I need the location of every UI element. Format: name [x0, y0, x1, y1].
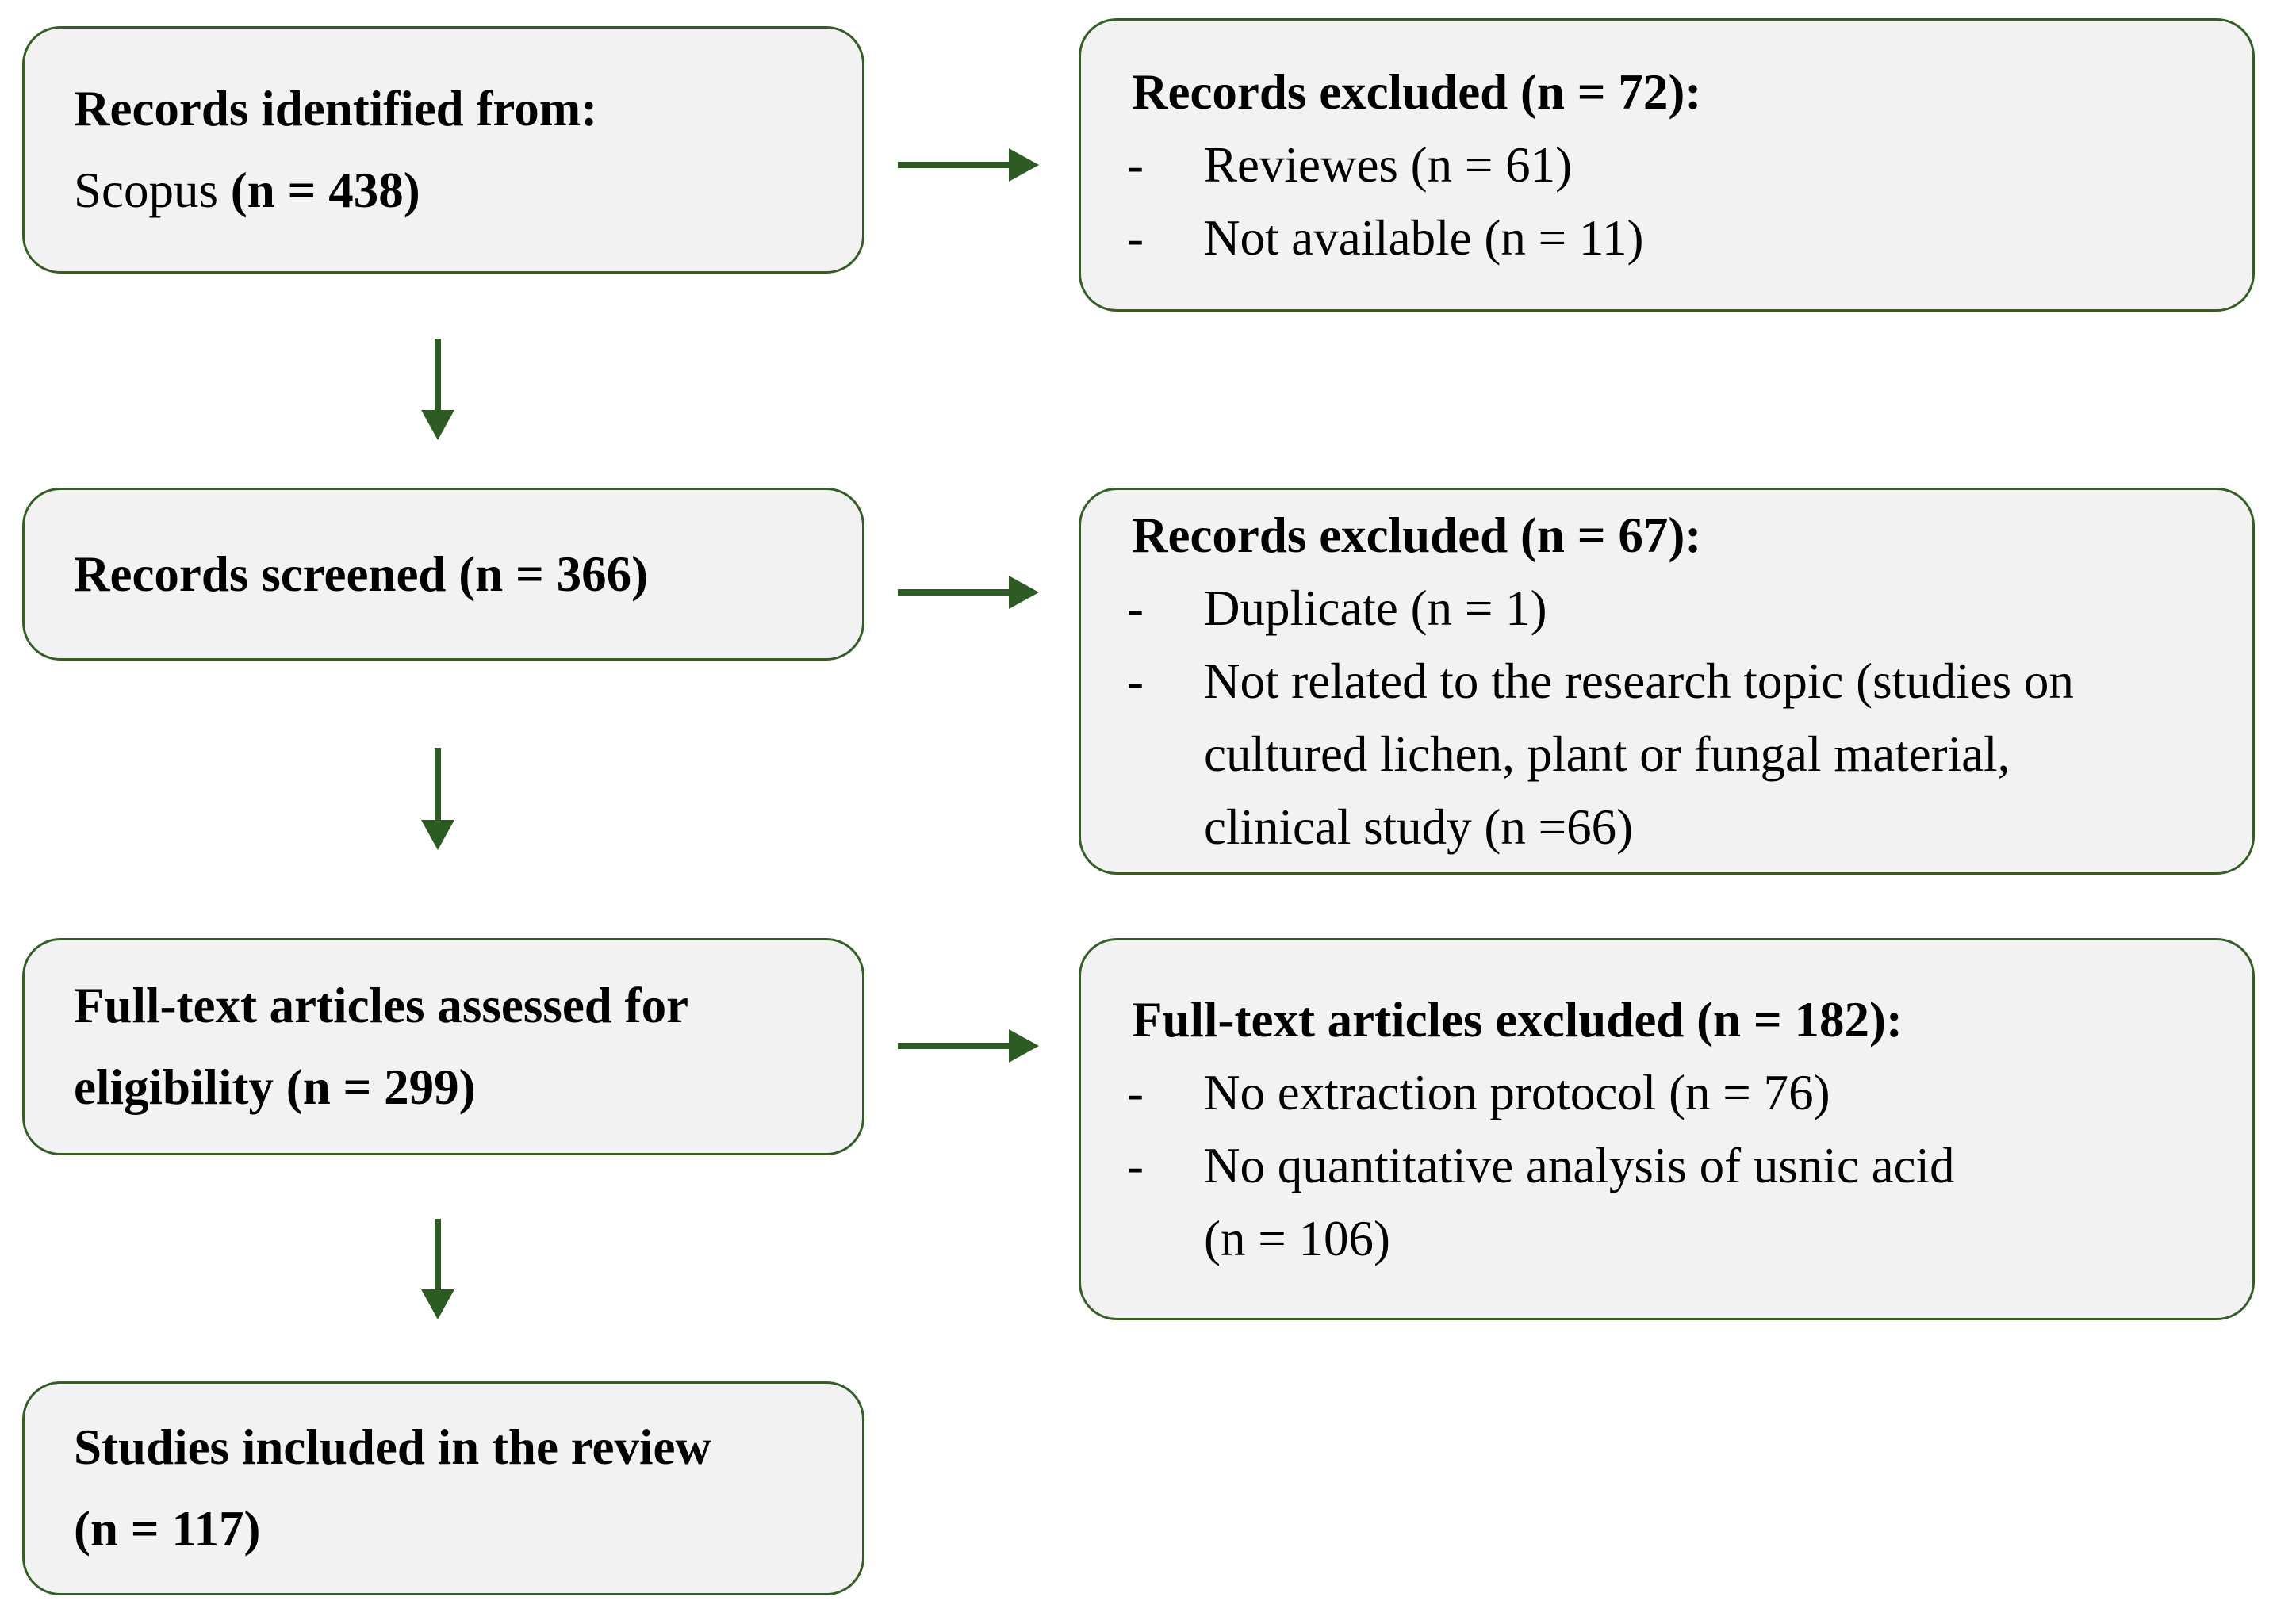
excluded-67-item-not-related-text: Not related to the research topic (studi…: [1204, 645, 2217, 864]
fulltext-excluded-item-no-protocol-text: No extraction protocol (n = 76): [1204, 1056, 2217, 1129]
source-name: Scopus: [74, 163, 231, 218]
box-records-excluded-67: Records excluded (n = 67): - Duplicate (…: [1079, 488, 2255, 875]
item-line: Reviewes (n = 61): [1204, 137, 1573, 193]
bullet-dash: -: [1127, 653, 1144, 709]
arrow-shaft: [898, 162, 1009, 168]
fulltext-excluded-item-no-protocol: - No extraction protocol (n = 76): [1127, 1056, 2217, 1129]
item-line: (n = 106): [1204, 1211, 1390, 1266]
item-line: clinical study (n =66): [1204, 799, 1634, 855]
box-records-screened: Records screened (n = 366): [22, 488, 864, 661]
bullet-dash: -: [1127, 137, 1144, 193]
arrow-head-right-icon: [1009, 576, 1039, 609]
excluded-72-item-reviews: - Reviewes (n = 61): [1127, 128, 2217, 201]
bullet-dash: -: [1127, 1138, 1144, 1193]
excluded-72-item-not-available-text: Not available (n = 11): [1204, 201, 2217, 274]
studies-included-line1: Studies included in the review: [74, 1419, 711, 1475]
arrow-shaft: [435, 748, 441, 820]
arrow-shaft: [435, 339, 441, 410]
arrow-shaft: [898, 589, 1009, 596]
arrow-head-right-icon: [1009, 1029, 1039, 1063]
arrow-screened-to-excluded-67: [898, 576, 1039, 609]
arrow-head-right-icon: [1009, 148, 1039, 182]
source-count: (n = 438): [230, 163, 420, 218]
studies-included-line2: (n = 117): [74, 1501, 261, 1557]
item-line: Duplicate (n = 1): [1204, 580, 1547, 636]
fulltext-assessed-line2: eligibility (n = 299): [74, 1059, 476, 1115]
fulltext-excluded-header: Full-text articles excluded (n = 182):: [1132, 992, 1903, 1048]
arrow-eligibility-to-excluded-182: [898, 1029, 1039, 1063]
box-fulltext-assessed: Full-text articles assessed for eligibil…: [22, 938, 864, 1155]
excluded-67-item-duplicate: - Duplicate (n = 1): [1127, 572, 2217, 645]
records-screened-label: Records screened (n = 366): [74, 546, 649, 602]
fulltext-assessed-line1: Full-text articles assessed for: [74, 978, 689, 1033]
excluded-67-header: Records excluded (n = 67):: [1132, 508, 1702, 563]
item-line: No quantitative analysis of usnic acid: [1204, 1138, 1955, 1193]
arrow-eligibility-to-included: [421, 1219, 454, 1320]
arrow-identified-to-screened: [421, 339, 454, 440]
bullet-dash: -: [1127, 580, 1144, 636]
excluded-72-header: Records excluded (n = 72):: [1132, 64, 1702, 120]
item-line: Not available (n = 11): [1204, 210, 1644, 266]
excluded-72-item-not-available: - Not available (n = 11): [1127, 201, 2217, 274]
arrow-head-down-icon: [421, 820, 454, 850]
records-identified-line2: Scopus (n = 438): [74, 150, 830, 232]
records-identified-line1: Records identified from:: [74, 81, 598, 136]
bullet-dash: -: [1127, 1065, 1144, 1120]
excluded-67-item-duplicate-text: Duplicate (n = 1): [1204, 572, 2217, 645]
arrow-screened-to-eligibility: [421, 748, 454, 850]
box-studies-included: Studies included in the review (n = 117): [22, 1381, 864, 1595]
item-line: cultured lichen, plant or fungal materia…: [1204, 726, 2010, 782]
arrow-head-down-icon: [421, 1289, 454, 1320]
excluded-67-item-not-related: - Not related to the research topic (stu…: [1127, 645, 2217, 864]
box-records-identified: Records identified from: Scopus (n = 438…: [22, 26, 864, 274]
item-line: No extraction protocol (n = 76): [1204, 1065, 1830, 1120]
arrow-identified-to-excluded-72: [898, 148, 1039, 182]
fulltext-excluded-item-no-quantitative: - No quantitative analysis of usnic acid…: [1127, 1129, 2217, 1275]
fulltext-excluded-item-no-quantitative-text: No quantitative analysis of usnic acid (…: [1204, 1129, 2217, 1275]
arrow-shaft: [435, 1219, 441, 1289]
box-fulltext-excluded-182: Full-text articles excluded (n = 182): -…: [1079, 938, 2255, 1320]
bullet-dash: -: [1127, 210, 1144, 266]
excluded-72-item-reviews-text: Reviewes (n = 61): [1204, 128, 2217, 201]
box-records-excluded-72: Records excluded (n = 72): - Reviewes (n…: [1079, 18, 2255, 312]
arrow-shaft: [898, 1043, 1009, 1049]
item-line: Not related to the research topic (studi…: [1204, 653, 2074, 709]
arrow-head-down-icon: [421, 410, 454, 440]
